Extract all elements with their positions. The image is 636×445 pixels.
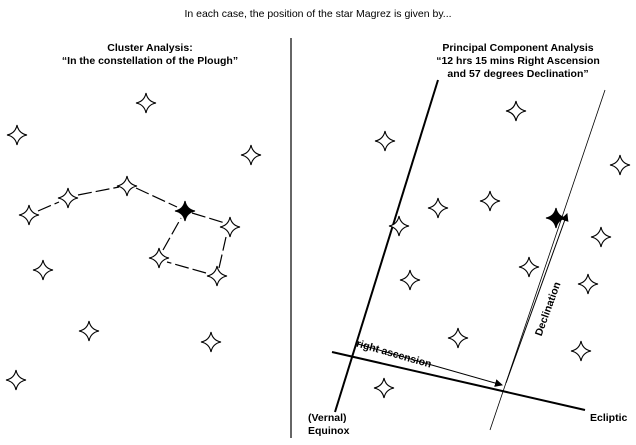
star-icon xyxy=(373,377,395,399)
star-icon xyxy=(447,327,469,349)
star-shape xyxy=(447,327,469,349)
right-ascension-arrow xyxy=(357,343,503,387)
star-shape xyxy=(373,377,395,399)
cluster-analysis-heading: Cluster Analysis: xyxy=(107,42,193,54)
star-icon xyxy=(219,216,241,238)
cluster-analysis-subtitle: “In the constellation of the Plough” xyxy=(61,55,239,67)
cluster-analysis-title: Cluster Analysis: “In the constellation … xyxy=(10,42,290,68)
star-shape xyxy=(505,100,527,122)
star-shape xyxy=(116,175,138,197)
caption: In each case, the position of the star M… xyxy=(184,8,452,20)
star-shape xyxy=(6,124,28,146)
star-icon xyxy=(577,273,599,295)
star-shape xyxy=(427,197,449,219)
star-shape xyxy=(545,207,567,229)
pca-subtitle-line1: “12 hrs 15 mins Right Ascension xyxy=(436,55,600,67)
star-icon xyxy=(609,154,631,176)
star-icon xyxy=(78,320,100,342)
pca-title: Principal Component Analysis “12 hrs 15 … xyxy=(400,42,636,81)
star-icon xyxy=(505,100,527,122)
ecliptic-line xyxy=(331,351,586,411)
star-shape xyxy=(206,265,228,287)
star-icon xyxy=(388,215,410,237)
star-shape xyxy=(577,273,599,295)
star-icon xyxy=(399,269,421,291)
star-icon xyxy=(374,130,396,152)
equinox-label: Equinox xyxy=(308,425,350,437)
star-icon xyxy=(57,187,79,209)
star-icon xyxy=(116,175,138,197)
star-icon xyxy=(200,331,222,353)
star-icon xyxy=(206,265,228,287)
star-shape xyxy=(374,130,396,152)
star-shape xyxy=(399,269,421,291)
star-shape xyxy=(18,204,40,226)
star-icon xyxy=(148,247,170,269)
star-icon xyxy=(479,190,501,212)
star-icon xyxy=(240,144,262,166)
star-icon xyxy=(5,369,27,391)
star-shape xyxy=(590,226,612,248)
star-shape xyxy=(518,256,540,278)
star-shape xyxy=(5,369,27,391)
star-icon xyxy=(427,197,449,219)
star-shape xyxy=(388,215,410,237)
star-shape xyxy=(32,259,54,281)
magrez-star-icon xyxy=(545,207,567,229)
pca-heading: Principal Component Analysis xyxy=(442,42,594,54)
star-icon xyxy=(18,204,40,226)
vernal-label: (Vernal) xyxy=(308,412,347,424)
star-icon xyxy=(570,340,592,362)
magrez-star-icon xyxy=(174,200,196,222)
stars xyxy=(5,92,631,399)
pca-lines xyxy=(331,79,606,431)
star-icon xyxy=(518,256,540,278)
star-shape xyxy=(240,144,262,166)
star-shape xyxy=(57,187,79,209)
star-shape xyxy=(609,154,631,176)
star-shape xyxy=(174,200,196,222)
declination-arrow xyxy=(505,213,569,384)
star-icon xyxy=(590,226,612,248)
star-shape xyxy=(570,340,592,362)
star-shape xyxy=(78,320,100,342)
ecliptic-label: Ecliptic xyxy=(590,412,628,424)
plough-lines xyxy=(37,186,227,274)
star-shape xyxy=(200,331,222,353)
star-icon xyxy=(135,92,157,114)
star-icon xyxy=(6,124,28,146)
star-shape xyxy=(135,92,157,114)
star-shape xyxy=(148,247,170,269)
star-icon xyxy=(32,259,54,281)
star-shape xyxy=(479,190,501,212)
star-shape xyxy=(219,216,241,238)
pca-subtitle-line2: and 57 degrees Declination” xyxy=(447,68,589,80)
